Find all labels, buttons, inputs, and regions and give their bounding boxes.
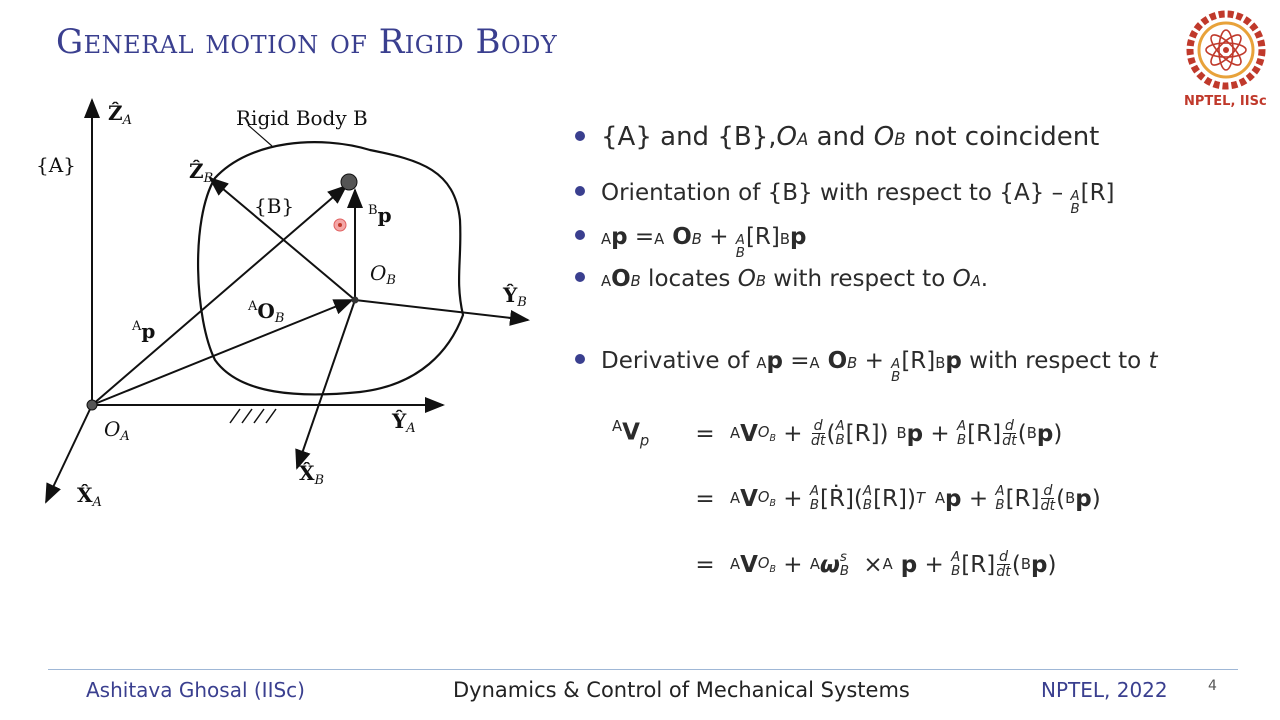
rigid-body-outline — [197, 141, 465, 396]
zb-label: ẐB — [189, 159, 213, 186]
za-label: ẐA — [108, 101, 132, 128]
bullet-dot-icon — [575, 131, 585, 141]
rigid-body-label: Rigid Body B — [236, 106, 368, 130]
bullet-dot-icon — [575, 186, 585, 196]
rigid-body-leader — [247, 124, 273, 147]
ap-vector — [91, 184, 348, 406]
ob-origin-marker — [351, 296, 359, 304]
slide-title: General motion of Rigid Body — [56, 22, 558, 62]
xb-label: X̂B — [299, 461, 324, 488]
frame-a-label: {A} — [36, 153, 76, 177]
bullet-dot-icon — [575, 230, 585, 240]
footer-course-title: Dynamics & Control of Mechanical Systems — [453, 678, 910, 702]
yb-axis — [354, 299, 530, 326]
footer-divider — [48, 669, 1238, 670]
ap-label: Ap — [131, 319, 155, 343]
logo-text: NPTEL, IISc — [1184, 94, 1267, 109]
xb-axis — [295, 299, 356, 470]
bullet-dot-icon — [575, 272, 585, 282]
xa-axis — [45, 404, 93, 504]
bullet-dot-icon — [575, 354, 585, 364]
aob-label: AOB — [247, 299, 284, 326]
point-p-marker — [340, 173, 358, 191]
rigid-body-diagram: ẐA {A} Rigid Body B ẐB {B} Bp OB ŶB AOB … — [36, 98, 530, 510]
ya-label: ŶA — [391, 409, 416, 436]
footer-author: Ashitava Ghosal (IISc) — [86, 678, 305, 702]
bp-label: Bp — [368, 203, 392, 227]
footer-year: NPTEL, 2022 — [1041, 678, 1168, 702]
frame-b-label: {B} — [254, 194, 294, 218]
zb-axis — [208, 176, 356, 301]
page-number: 4 — [1208, 678, 1217, 694]
aob-vector — [91, 299, 354, 406]
ob-label: OB — [370, 261, 396, 288]
nptel-logo — [1186, 10, 1266, 90]
xa-label: X̂A — [77, 483, 102, 510]
yb-label: ŶB — [502, 283, 527, 310]
oa-label: OA — [104, 417, 130, 444]
ground-hatch — [229, 408, 277, 424]
bullet-orientation: Orientation of {B} with respect to {A} –… — [575, 180, 1115, 217]
oa-origin-marker — [86, 399, 98, 411]
logo-emblem-icon — [1186, 10, 1266, 90]
